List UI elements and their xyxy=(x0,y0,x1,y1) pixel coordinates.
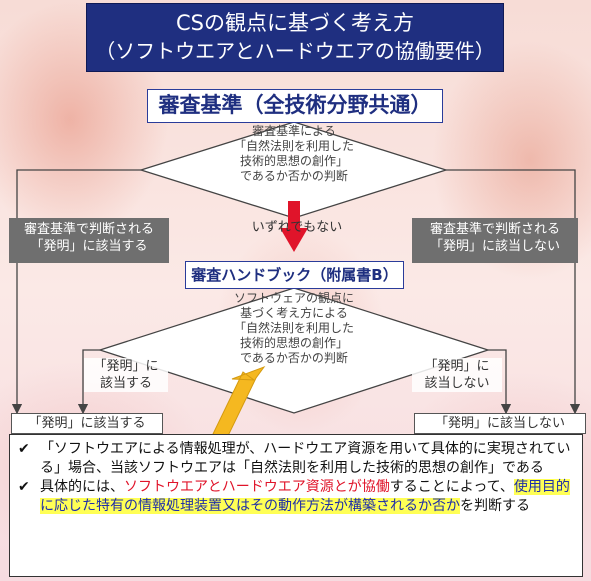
label-right-2-line1: 「発明」に xyxy=(424,359,490,374)
label-left-2-line1: 「発明」に xyxy=(93,359,159,374)
neither-label: いずれでもない xyxy=(251,220,343,235)
checkmark-icon: ✔ xyxy=(18,441,30,457)
examination-standard-box: 審査基準（全技術分野共通） xyxy=(147,89,443,123)
outcome-right-line1: 審査基準で判断される xyxy=(429,222,560,237)
diamond1-line1: 審査基準による xyxy=(252,124,336,138)
label-left-2: 「発明」に 該当する xyxy=(84,358,168,392)
diamond1-text: 審査基準による 「自然法則を利用した 技術的思想の創作」 であるか否かの判断 xyxy=(210,124,378,184)
diamond2-line1: ソフトウェアの観点に xyxy=(233,291,354,305)
bullet-2-part1: 具体的には、 xyxy=(40,479,124,495)
diamond2-line4: 技術的思想の創作」 xyxy=(239,336,348,350)
bullet-1-text: 「ソフトウエアによる情報処理が、ハードウエア資源を用いて具体的に実現されている」… xyxy=(40,441,571,476)
diamond2-text: ソフトウェアの観点に 基づく考え方による 「自然法則を利用した 技術的思想の創作… xyxy=(214,291,374,366)
connector-right-2 xyxy=(488,349,512,415)
bullet-2-part5: を判断する xyxy=(460,498,530,514)
label-right-2: 「発明」に 該当しない xyxy=(412,358,502,392)
final-left-invention: 「発明」に該当する xyxy=(11,413,163,434)
connector-right-1 xyxy=(446,169,581,415)
connector-left-2 xyxy=(77,349,100,415)
diamond1-line4: であるか否かの判断 xyxy=(240,169,348,183)
bullet-2-part3: することによって、 xyxy=(389,479,514,495)
outcome-right-line2: 「発明」に該当しない xyxy=(429,239,560,254)
label-right-2-line2: 該当しない xyxy=(424,376,490,391)
red-down-arrow xyxy=(280,201,308,252)
title-banner: CSの観点に基づく考え方 （ソフトウエアとハードウエアの協働要件） xyxy=(86,3,504,72)
decision-diamond-2 xyxy=(97,287,491,414)
final-right-not-invention: 「発明」に該当しない xyxy=(414,413,586,434)
diamond1-line3: 技術的思想の創作」 xyxy=(239,154,348,168)
outcome-left-line2: 「発明」に該当する xyxy=(30,239,148,254)
outcome-left-line1: 審査基準で判断される xyxy=(23,222,154,237)
label-left-2-line2: 該当する xyxy=(99,376,152,391)
explanation-box: ✔ 「ソフトウエアによる情報処理が、ハードウエア資源を用いて具体的に実現されてい… xyxy=(9,434,583,577)
checkmark-icon: ✔ xyxy=(18,479,30,495)
diamond1-line2: 「自然法則を利用した xyxy=(233,139,354,153)
connector-left-1 xyxy=(11,169,141,415)
diamond2-line5: であるか否かの判断 xyxy=(240,351,348,365)
bullet-1: ✔ 「ソフトウエアによる情報処理が、ハードウエア資源を用いて具体的に実現されてい… xyxy=(18,440,574,478)
outcome-left-invention: 審査基準で判断される 「発明」に該当する xyxy=(9,218,169,263)
title-line2: （ソフトウエアとハードウエアの協働要件） xyxy=(95,39,495,63)
bullet-2-emphasis: ソフトウエアとハードウエア資源とが協働 xyxy=(124,479,390,495)
outcome-right-not-invention: 審査基準で判断される 「発明」に該当しない xyxy=(412,218,578,263)
bullet-2: ✔ 具体的には、ソフトウエアとハードウエア資源とが協働することによって、使用目的… xyxy=(18,478,574,516)
diamond2-line3: 「自然法則を利用した xyxy=(233,321,354,335)
diamond2-line2: 基づく考え方による xyxy=(240,306,348,320)
title-line1: CSの観点に基づく考え方 xyxy=(176,11,414,35)
handbook-box: 審査ハンドブック（附属書B） xyxy=(185,261,404,289)
